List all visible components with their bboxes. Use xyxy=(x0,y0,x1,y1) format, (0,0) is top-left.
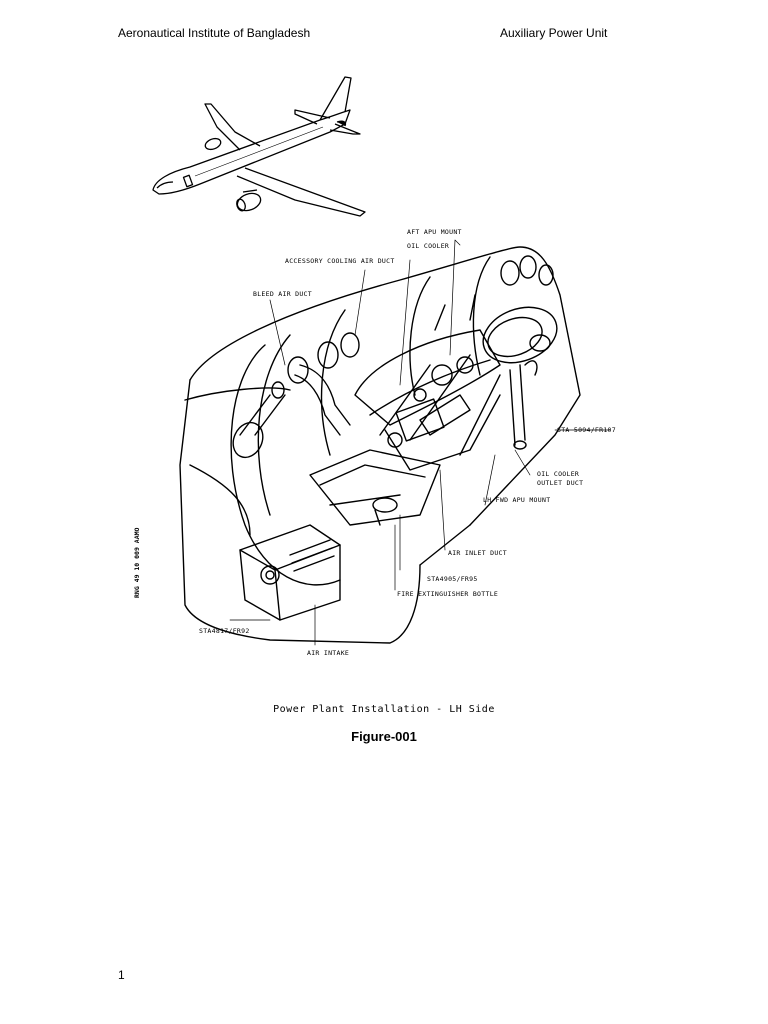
drawing-reference-code: RNG 49 10 009 AAMO xyxy=(133,527,141,598)
header-institute: Aeronautical Institute of Bangladesh xyxy=(118,26,311,40)
callout-sta-4817: STA4817/FR92 xyxy=(199,627,250,635)
callout-fire-extinguisher-bottle: FIRE EXTINGUISHER BOTTLE xyxy=(397,590,499,598)
callout-sta-4905: STA4905/FR95 xyxy=(427,575,478,583)
figure-caption: Power Plant Installation - LH Side xyxy=(273,704,495,715)
callout-lh-fwd-apu-mount: LH FWD APU MOUNT xyxy=(483,496,551,504)
callout-oil-cooler-outlet-1: OIL COOLER xyxy=(537,470,580,478)
callout-oil-cooler: OIL COOLER xyxy=(407,242,450,250)
callout-air-intake: AIR INTAKE xyxy=(307,649,350,657)
airplane-illustration xyxy=(152,76,366,217)
callout-sta-5094: STA 5094/FR107 xyxy=(557,426,616,434)
callout-aft-apu-mount: AFT APU MOUNT xyxy=(407,228,462,236)
apu-compartment-diagram xyxy=(179,239,611,646)
callout-air-inlet-duct: AIR INLET DUCT xyxy=(448,549,507,557)
callout-oil-cooler-outlet-2: OUTLET DUCT xyxy=(537,479,584,487)
header-subject: Auxiliary Power Unit xyxy=(500,26,608,40)
callout-accessory-cooling-air-duct: ACCESSORY COOLING AIR DUCT xyxy=(285,257,395,265)
page-number: 1 xyxy=(118,968,125,982)
callout-bleed-air-duct: BLEED AIR DUCT xyxy=(253,290,312,298)
figure-label: Figure-001 xyxy=(351,729,417,744)
